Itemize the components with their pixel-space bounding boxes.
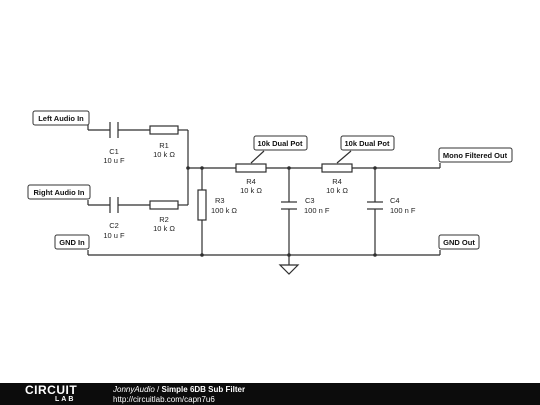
- author-link[interactable]: JonnyAudio: [113, 385, 155, 394]
- r4b-name: R4: [332, 177, 342, 186]
- pin-gnd-in-label: GND In: [59, 238, 85, 247]
- pin-gnd-in[interactable]: GND In: [54, 234, 90, 250]
- pin-mono-filtered-out-label: Mono Filtered Out: [443, 151, 508, 160]
- pin-mono-filtered-out[interactable]: Mono Filtered Out: [438, 147, 513, 163]
- pin-left-audio-in[interactable]: Left Audio In: [32, 110, 90, 126]
- c2-name: C2: [109, 221, 119, 230]
- c1-name: C1: [109, 147, 119, 156]
- circuit-url[interactable]: http://circuitlab.com/capn7u6: [113, 395, 215, 404]
- schematic-canvas: C1 10 u F R1 10 k Ω C2 10 u F R2 10 k Ω …: [27, 110, 513, 275]
- logo-top-text: CIRCUIT: [25, 383, 78, 397]
- r4a-name: R4: [246, 177, 256, 186]
- meta-separator: /: [154, 385, 162, 394]
- r1-name: R1: [159, 141, 169, 150]
- r1-value: 10 k Ω: [153, 150, 175, 159]
- resistor-r4-second[interactable]: R4 10 k Ω: [321, 163, 353, 195]
- c1-value: 10 u F: [103, 156, 125, 165]
- footer-bar: CIRCUIT LAB JonnyAudio / Simple 6DB Sub …: [0, 383, 540, 405]
- c4-value: 100 n F: [390, 206, 416, 215]
- r4a-value: 10 k Ω: [240, 186, 262, 195]
- c3-value: 100 n F: [304, 206, 330, 215]
- r3-value: 100 k Ω: [211, 206, 237, 215]
- pin-gnd-out[interactable]: GND Out: [438, 234, 480, 250]
- r2-value: 10 k Ω: [153, 224, 175, 233]
- pin-pot-1-label: 10k Dual Pot: [257, 139, 303, 148]
- pin-left-audio-in-label: Left Audio In: [38, 114, 84, 123]
- pin-right-audio-in-label: Right Audio In: [34, 188, 85, 197]
- pin-pot-2[interactable]: 10k Dual Pot: [340, 135, 395, 151]
- wires: [87, 125, 441, 265]
- resistor-r3[interactable]: R3 100 k Ω: [197, 189, 237, 221]
- pin-pot-2-label: 10k Dual Pot: [344, 139, 390, 148]
- circuit-title[interactable]: Simple 6DB Sub Filter: [161, 385, 246, 394]
- r4b-value: 10 k Ω: [326, 186, 348, 195]
- capacitor-c4[interactable]: C4 100 n F: [367, 196, 416, 215]
- circuit-meta: JonnyAudio / Simple 6DB Sub Filter http:…: [113, 385, 245, 405]
- capacitor-c1[interactable]: C1 10 u F: [103, 122, 125, 165]
- pin-gnd-out-label: GND Out: [443, 238, 475, 247]
- c2-value: 10 u F: [103, 231, 125, 240]
- pin-right-audio-in[interactable]: Right Audio In: [27, 184, 91, 200]
- capacitor-c2[interactable]: C2 10 u F: [103, 197, 125, 240]
- c3-name: C3: [305, 196, 315, 205]
- capacitor-c3[interactable]: C3 100 n F: [281, 196, 330, 215]
- r2-name: R2: [159, 215, 169, 224]
- resistor-r4-first[interactable]: R4 10 k Ω: [235, 163, 267, 195]
- r3-name: R3: [215, 196, 225, 205]
- circuitlab-logo[interactable]: CIRCUIT LAB: [25, 384, 95, 404]
- resistor-r1[interactable]: R1 10 k Ω: [149, 125, 179, 159]
- pin-pot-1[interactable]: 10k Dual Pot: [253, 135, 308, 151]
- ground-symbol-icon: [278, 264, 300, 275]
- resistor-r2[interactable]: R2 10 k Ω: [149, 200, 179, 233]
- c4-name: C4: [390, 196, 400, 205]
- junctions: [186, 166, 377, 257]
- logo-bottom-text: LAB: [55, 396, 76, 403]
